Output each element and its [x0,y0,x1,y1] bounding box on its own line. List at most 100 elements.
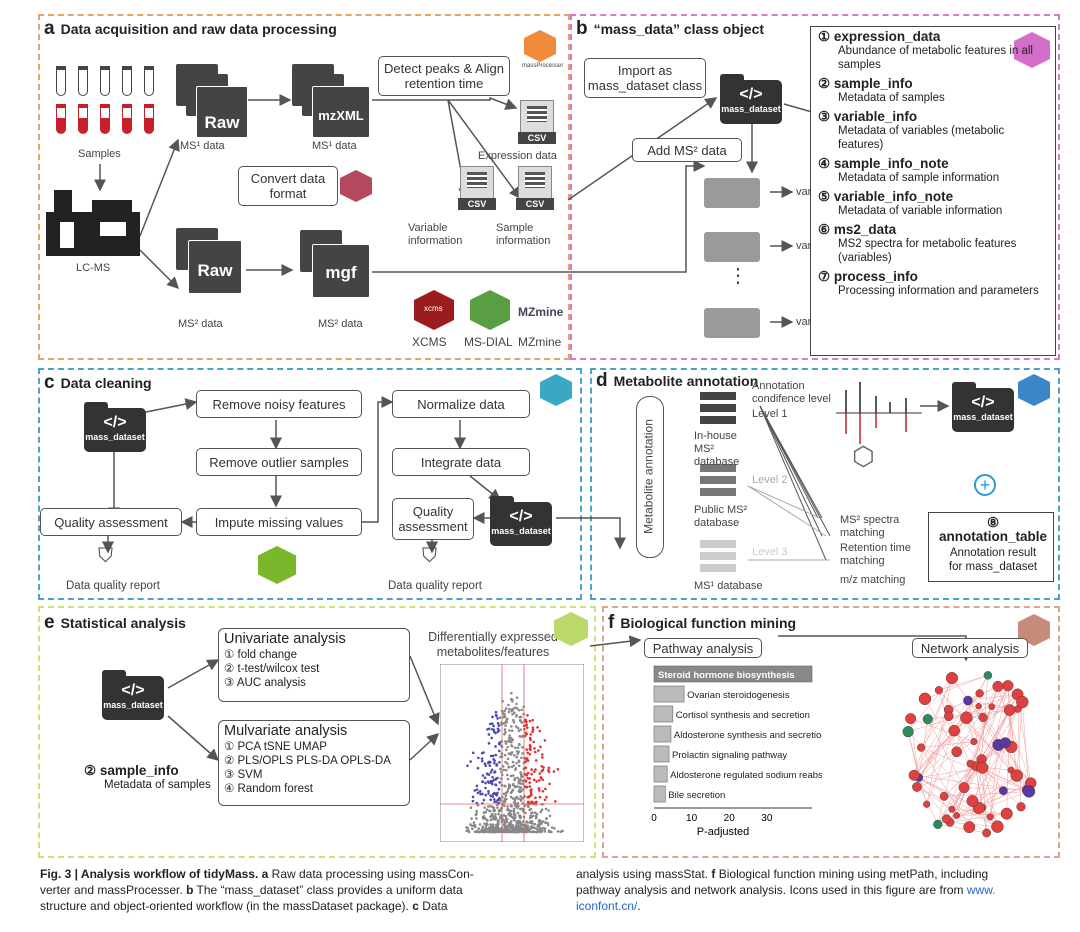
volcano-point [536,725,539,729]
univariate-item: ① fold change [224,649,297,661]
raw-label: Raw [204,113,240,132]
univariate-list: Univariate analysis ① fold change ② t-te… [224,632,346,690]
caption-link[interactable]: www. [966,883,996,897]
data-quality-report-label-2: Data quality report [388,580,482,592]
detect-peaks-box: Detect peaks & Align retention time [378,56,510,96]
volcano-point [484,810,487,814]
volcano-point [528,752,532,756]
impute-missing-box: Impute missing values [196,508,362,536]
volcano-point [507,765,511,769]
network-edge [907,677,953,732]
network-node [917,743,926,752]
caption-link[interactable]: iconfont.cn/ [576,899,638,913]
volcano-point [510,745,514,748]
volcano-point [519,778,522,781]
volcano-point [544,807,548,811]
network-node [1002,680,1014,692]
mzmine-logo-text: MZmine [518,305,564,319]
volcano-point [556,830,560,833]
network-node [975,702,982,710]
volcano-point [559,830,562,834]
volcano-point [516,752,519,756]
volcano-point [471,799,475,803]
remove-outlier-box: Remove outlier samples [196,448,362,476]
volcano-point [493,759,496,762]
network-edge [912,716,949,775]
x-tick-label: 20 [724,813,736,824]
volcano-point [508,809,511,812]
volcano-point [505,817,509,821]
volcano-point [466,826,470,830]
network-node [945,672,958,685]
volcano-point [475,784,479,788]
volcano-point [541,820,545,823]
volcano-point [487,742,491,745]
volcano-point [532,740,535,744]
volcano-point [512,809,516,813]
volcano-point [489,754,493,758]
volcano-point [509,753,513,756]
volcano-point [532,770,536,773]
shield-check-icon: ⛉ [422,545,437,567]
sample-info-name: sample_info [99,763,179,778]
volcano-point [503,784,506,788]
volcano-point [483,776,487,780]
volcano-point [491,715,494,719]
item-name: process_info [833,269,918,284]
volcano-point [520,823,524,826]
volcano-point [534,830,538,834]
volcano-point [520,721,524,724]
volcano-point [530,820,534,823]
volcano-point [529,790,533,793]
volcano-point [521,796,525,800]
volcano-point [515,827,519,831]
volcano-point [520,756,523,760]
volcano-point [508,812,511,816]
volcano-point [494,813,497,816]
caption-letter-c: c [412,899,419,913]
raw-label: Raw [197,261,233,280]
volcano-point [539,776,543,780]
volcano-point [492,827,495,831]
volcano-point [510,765,514,769]
volcano-point [552,770,556,773]
pathway-bar [653,725,672,743]
item-name: variable_info_note [833,189,954,204]
volcano-point [535,800,538,804]
network-node [923,800,931,808]
network-edge [982,767,987,833]
volcano-point [502,792,506,796]
x-axis-label: P-adjusted [697,826,750,838]
panel-c [38,368,582,600]
pathway-bar-label: Bile secretion [668,790,725,801]
network-edge [997,686,1031,784]
volcano-point [507,736,511,740]
network-node [960,711,973,724]
network-node [908,769,920,781]
panel-b-title-text: “mass_data” class object [593,21,765,37]
univariate-title: Univariate analysis [224,631,346,647]
volcano-point [490,727,494,731]
level-1-label: Level 1 [752,408,788,420]
volcano-point [515,795,519,799]
volcano-point [542,826,545,830]
panel-c-letter: c [44,372,55,393]
caption-text: . [637,899,641,913]
volcano-point [528,821,532,825]
multivariate-list: Mulvariate analysis ① PCA tSNE UMAP ② PL… [224,724,391,796]
volcano-point [539,827,542,830]
volcano-point [498,828,502,832]
volcano-point [510,804,513,808]
volcano-point [496,717,499,720]
network-node [1003,704,1016,716]
volcano-point [518,735,522,738]
confidence-level-label: Annotation condifence level [752,380,831,405]
volcano-point [547,770,551,774]
data-quality-report-label: Data quality report [66,580,160,592]
ms2-spectrum-icon [704,308,760,338]
volcano-point [502,768,506,772]
volcano-point [548,782,551,786]
volcano-point [531,728,535,732]
volcano-point [530,768,533,771]
